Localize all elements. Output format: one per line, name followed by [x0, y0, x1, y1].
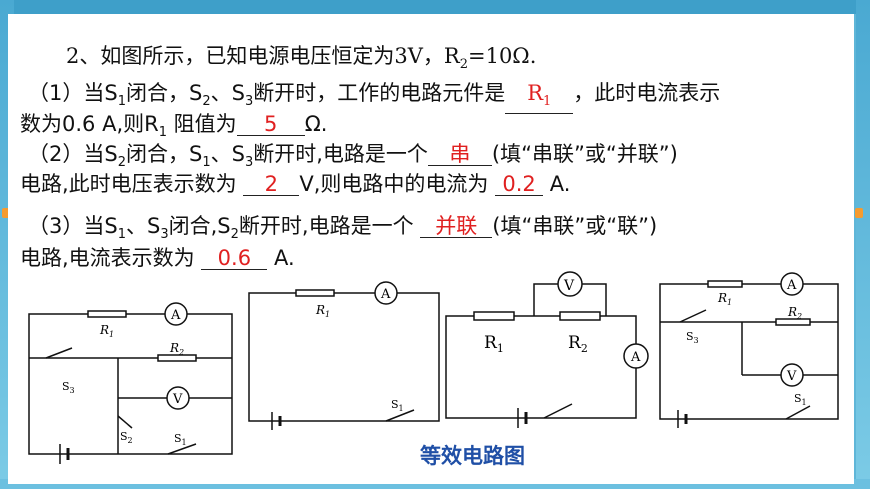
voltmeter-icon [557, 271, 583, 297]
r2-label: R2 [568, 333, 588, 355]
voltmeter-icon [166, 386, 190, 410]
r1-label: R1 [99, 323, 114, 339]
resistor-r1-icon [87, 310, 127, 318]
s1-label: S1 [391, 398, 404, 413]
switch-s3-icon [45, 347, 73, 359]
voltmeter-label: V [786, 369, 797, 384]
voltmeter-icon [780, 363, 804, 387]
ammeter-label: A [786, 278, 797, 293]
equivalent-circuit-caption: 等效电路图 [420, 444, 525, 468]
part3-line2: 电路,电流表示数为 0.6 A. [20, 246, 295, 270]
circuit-diagram-2: A R1 S1 [248, 281, 440, 430]
s1-label: S1 [794, 392, 807, 407]
voltmeter-label: V [172, 392, 183, 407]
resistor-r2-icon [559, 311, 601, 321]
resistor-r1-icon [473, 311, 515, 321]
resistor-r2-icon [775, 318, 811, 326]
answer-blank[interactable]: 0.2 [495, 173, 544, 196]
circuit-diagram-4: A V R1 R2 S3 S1 [659, 272, 839, 428]
s3-label: S3 [686, 330, 699, 345]
switch-s3-icon [679, 309, 707, 323]
circuit-diagram-1: A V R1 R2 S3 S2 S1 [28, 302, 233, 464]
slide-card: 2、如图所示，已知电源电压恒定为3V，R2=10Ω. （1）当S1闭合，S2、S… [8, 14, 854, 484]
answer-blank[interactable]: 2 [243, 173, 300, 196]
r1-label: R1 [717, 291, 732, 307]
r2-label: R2 [787, 305, 802, 321]
resistor-r1-icon [707, 280, 743, 288]
ammeter-label: A [380, 287, 391, 302]
answer-blank[interactable]: R1 [505, 82, 574, 115]
r1-label: R1 [484, 333, 504, 355]
circuit-diagram-3: V A R1 R2 [445, 271, 649, 428]
ammeter-icon [164, 302, 188, 326]
switch-s2-icon [117, 415, 133, 429]
s2-label: S2 [120, 430, 133, 445]
answer-blank[interactable]: 5 [236, 113, 305, 136]
frame-top [0, 0, 870, 14]
r1-label: R1 [315, 303, 330, 319]
ammeter-icon [623, 343, 649, 369]
s1-label: S1 [174, 432, 187, 447]
lamp-decoration-icon [2, 208, 10, 218]
frame-bottom [0, 479, 870, 489]
resistor-r1-icon [295, 289, 335, 297]
frame-right [856, 0, 870, 489]
switch-s1-icon [167, 443, 197, 455]
s3-label: S3 [62, 380, 75, 395]
ammeter-label: A [170, 308, 181, 323]
ammeter-label: A [630, 350, 641, 365]
lamp-decoration-icon [855, 208, 863, 218]
part2-line1: （2）当S2闭合，S1、S3断开时,电路是一个串(填“串联”或“并联”) [28, 142, 678, 171]
answer-blank[interactable]: 串 [427, 143, 492, 166]
switch-s1-icon [385, 409, 415, 422]
answer-blank[interactable]: 0.6 [201, 247, 268, 270]
switch-s1-icon [785, 405, 811, 420]
switch-icon [543, 403, 573, 419]
answer-blank[interactable]: 并联 [420, 215, 493, 238]
question-title: 2、如图所示，已知电源电压恒定为3V，R2=10Ω. [66, 44, 537, 73]
ammeter-icon [374, 281, 398, 305]
resistor-r2-icon [157, 354, 197, 362]
r2-label: R2 [169, 341, 184, 357]
part3-line1: （3）当S1、S3闭合,S2断开时,电路是一个 并联(填“串联”或“联”) [28, 214, 658, 243]
ammeter-icon [780, 272, 804, 296]
voltmeter-label: V [563, 278, 575, 294]
